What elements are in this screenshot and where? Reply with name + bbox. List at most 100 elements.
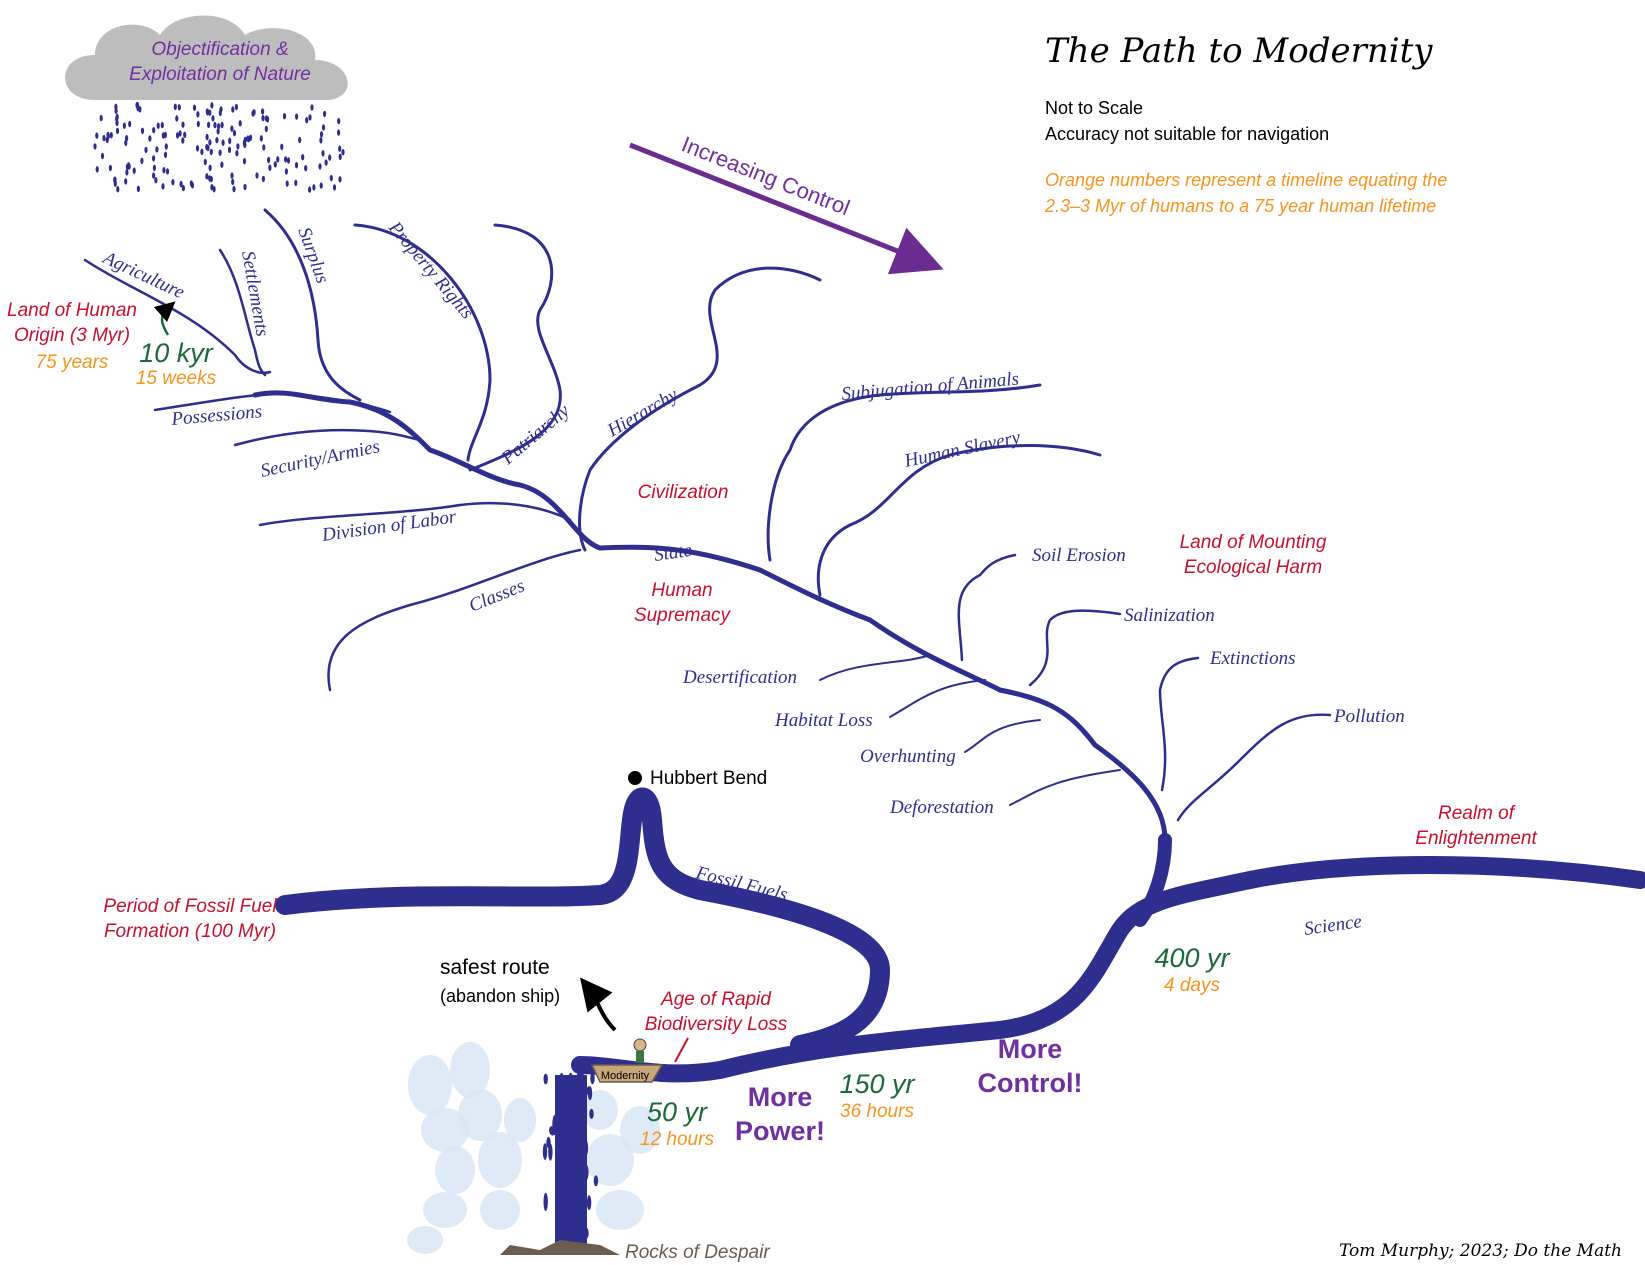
- rain-drop: [115, 127, 120, 135]
- waterfall-streaks: [542, 1071, 599, 1242]
- rain-drop: [160, 121, 164, 129]
- rain-drop: [259, 135, 263, 142]
- rain-drop: [173, 103, 177, 111]
- upper-tree: [83, 208, 1332, 843]
- rain-drop: [242, 158, 247, 165]
- rain-drop: [189, 180, 193, 187]
- water-streak: [566, 1135, 571, 1145]
- mist-blob: [480, 1190, 520, 1230]
- boat-label: Modernity: [601, 1070, 650, 1082]
- water-streak: [577, 1116, 583, 1135]
- rain-drop: [238, 120, 242, 127]
- rain-drop: [162, 167, 166, 174]
- rain-drop: [298, 136, 302, 144]
- label-hierarchy: Hierarchy: [603, 384, 682, 442]
- rain-drop: [125, 169, 129, 176]
- rain-drop: [218, 109, 222, 117]
- rain-drop: [246, 135, 250, 142]
- rain-drop: [203, 158, 207, 166]
- rain-drop: [165, 168, 170, 175]
- rain-drop: [221, 139, 225, 146]
- rain-drop: [338, 153, 342, 160]
- rain-drop: [249, 134, 253, 141]
- rain-drop: [113, 176, 117, 184]
- modernity-boat: Modernity: [590, 1038, 664, 1083]
- rain-drop: [207, 121, 211, 128]
- water-streak: [578, 1100, 584, 1118]
- mist-blob: [407, 1226, 443, 1254]
- rain-drop: [205, 143, 209, 151]
- rain-drop: [305, 117, 309, 124]
- water-streak: [543, 1073, 548, 1085]
- rain-drop: [273, 161, 277, 168]
- timeline-400yr-sub: 4 days: [1164, 975, 1220, 996]
- rain-drop: [161, 183, 165, 190]
- rain-drop: [280, 143, 284, 150]
- mist-blob: [458, 1089, 502, 1141]
- water-streak: [564, 1104, 569, 1122]
- rain-drop: [319, 131, 324, 138]
- rain-drop: [99, 114, 103, 122]
- rain-drop: [210, 102, 214, 109]
- cloud-label-1: Objectification &: [151, 39, 288, 60]
- water-streak: [583, 1139, 589, 1157]
- rain-drop: [116, 186, 120, 193]
- label-human-slavery: Human Slavery: [902, 427, 1023, 472]
- timeline-50yr-sub: 12 hours: [640, 1129, 714, 1150]
- rain-drop: [261, 108, 265, 115]
- rain-drop: [140, 157, 144, 165]
- region-human-supremacy-2: Supremacy: [634, 605, 732, 626]
- rain-drop: [319, 182, 323, 189]
- rain-drop: [266, 116, 270, 123]
- rain-drop: [231, 106, 235, 113]
- water-streak: [593, 1175, 599, 1187]
- rain-drop: [251, 110, 255, 117]
- label-science: Science: [1303, 911, 1363, 940]
- water-streak: [555, 1202, 561, 1214]
- water-streak: [556, 1151, 561, 1161]
- rain-drop: [337, 117, 341, 125]
- region-mounting-harm-1: Land of Mounting: [1180, 532, 1327, 553]
- label-deforestation: Deforestation: [889, 797, 994, 818]
- water-streak: [586, 1195, 592, 1211]
- rain-drop: [95, 166, 99, 173]
- region-human-supremacy-1: Human: [651, 580, 712, 601]
- rocks: [500, 1240, 620, 1255]
- rain-drop: [152, 172, 156, 179]
- rain-drop: [127, 162, 131, 169]
- mist-blob: [421, 1108, 469, 1152]
- water-streak: [565, 1164, 571, 1173]
- mist-blob: [582, 1090, 618, 1130]
- cloud-label-2: Exploitation of Nature: [129, 64, 311, 85]
- rain-drop: [208, 175, 212, 182]
- rain-drop: [212, 186, 216, 193]
- rain-drop: [93, 143, 97, 150]
- credit: Tom Murphy; 2023; Do the Math: [1339, 1241, 1622, 1261]
- rain-drop: [294, 179, 298, 186]
- water-streak: [586, 1086, 591, 1096]
- water-streak: [560, 1177, 566, 1187]
- rain-drop: [284, 168, 288, 175]
- rain-drop: [215, 137, 219, 144]
- more-power-1: More: [748, 1082, 813, 1112]
- note-orange-1: Orange numbers represent a timeline equa…: [1045, 170, 1447, 190]
- rain-drop: [276, 156, 280, 163]
- hubbert-dot: [628, 771, 642, 785]
- region-human-origin-years: 75 years: [36, 352, 109, 373]
- safest-route-arrow: [580, 977, 617, 1032]
- shouts: More Control! More Power!: [735, 1034, 1083, 1146]
- label-overhunting: Overhunting: [860, 746, 956, 767]
- rain-drop: [234, 103, 238, 111]
- rain-drop: [231, 178, 235, 186]
- water-streak: [573, 1196, 578, 1216]
- water-streak: [584, 1227, 589, 1239]
- rain-drop: [341, 149, 345, 156]
- person-icon: [633, 1038, 647, 1052]
- rain-drop: [154, 177, 158, 184]
- rain-drop: [195, 145, 200, 152]
- rain-drop: [264, 125, 268, 133]
- rain-drop: [268, 164, 272, 171]
- mist-blob: [435, 1146, 475, 1194]
- label-extinctions: Extinctions: [1209, 648, 1295, 669]
- cloud: Objectification & Exploitation of Nature: [65, 15, 348, 193]
